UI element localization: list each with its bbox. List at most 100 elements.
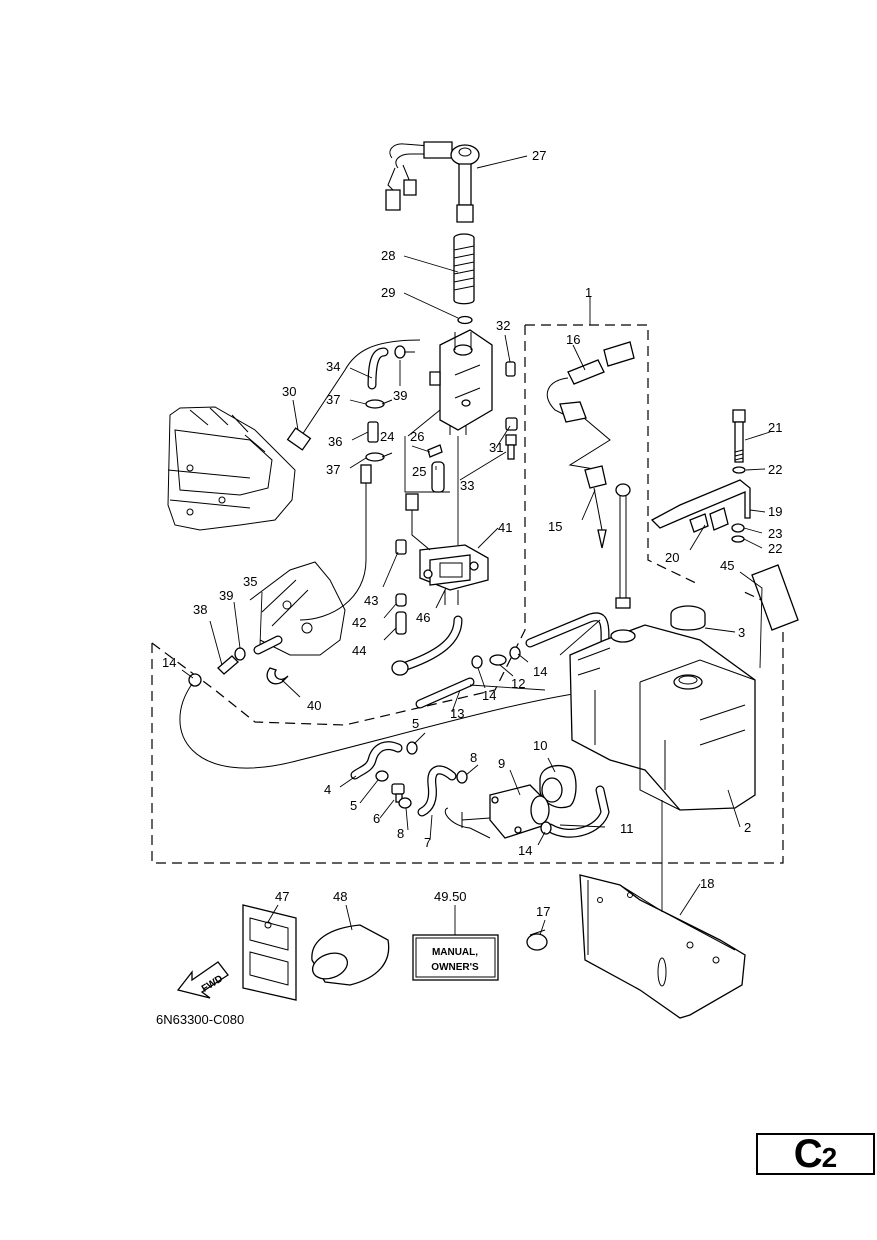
callout-33: 33 — [460, 478, 474, 493]
callout-26: 26 — [410, 429, 424, 444]
callout-36: 36 — [328, 434, 342, 449]
engine-outline — [167, 406, 346, 656]
callout-28: 28 — [381, 248, 395, 263]
callout-18: 18 — [700, 876, 714, 891]
callout-43: 43 — [364, 593, 378, 608]
part-42-fitting — [395, 593, 407, 607]
part-41-oil-pump — [405, 493, 489, 605]
part-2-oil-tank — [569, 624, 756, 811]
part-14-clamp-left — [188, 673, 202, 687]
callout-5-upper: 5 — [412, 716, 419, 731]
oil-tank-assembly-boundary — [151, 589, 784, 864]
callout-38: 38 — [193, 602, 207, 617]
callout-41: 41 — [498, 520, 512, 535]
callout-30: 30 — [282, 384, 296, 399]
manual-label-line-1: MANUAL, — [432, 947, 478, 958]
callout-8-left: 8 — [397, 826, 404, 841]
part-15-sensor — [584, 465, 631, 609]
part-28-sleeve — [453, 233, 475, 305]
part-27-oil-level-sensor — [385, 141, 480, 223]
part-48-protector — [311, 924, 390, 986]
drawing-code: 6N63300-C080 — [156, 1012, 244, 1027]
part-4950-owners-manual — [412, 934, 499, 981]
fwd-direction-arrow — [176, 961, 229, 999]
page-code-box: C 2 — [756, 1131, 875, 1176]
upper-assembly-boundary — [151, 324, 701, 726]
callout-46: 46 — [416, 610, 430, 625]
callout-34: 34 — [326, 359, 340, 374]
part-19-bracket — [650, 479, 751, 529]
callout-39-lower: 39 — [219, 588, 233, 603]
part-14-clamp-center-a — [471, 655, 483, 669]
callout-23: 23 — [768, 526, 782, 541]
part-8-clamp-right — [456, 770, 468, 784]
callout-19: 19 — [768, 504, 782, 519]
part-5-clamp-lower — [375, 770, 389, 782]
callout-7: 7 — [424, 835, 431, 850]
callout-10: 10 — [533, 738, 547, 753]
callout-6: 6 — [373, 811, 380, 826]
part-35-hose — [299, 465, 367, 621]
callout-47: 47 — [275, 889, 289, 904]
callout-44: 44 — [352, 643, 366, 658]
part-31-fitting — [505, 417, 518, 431]
part-5-clamp-upper — [406, 741, 418, 755]
page-code-number: 2 — [821, 1142, 838, 1173]
part-9-filter-pump — [444, 784, 550, 839]
manual-label-line-2: OWNER'S — [431, 962, 479, 973]
callout-37-upper: 37 — [326, 392, 340, 407]
part-26-bolt — [427, 444, 443, 458]
callout-15: 15 — [548, 519, 562, 534]
part-22-washer-upper — [732, 466, 746, 474]
callout-37-lower: 37 — [326, 462, 340, 477]
callout-11: 11 — [620, 821, 634, 836]
part-30-hose — [299, 339, 421, 439]
leader-lines — [181, 155, 771, 936]
part-17-clamp — [526, 929, 548, 951]
part-37-clamp-upper — [365, 399, 393, 409]
part-12-connector — [489, 654, 507, 666]
part-45-label-plate — [751, 564, 799, 631]
callout-21: 21 — [768, 420, 782, 435]
part-32-fitting — [505, 361, 516, 377]
callout-24: 24 — [380, 429, 394, 444]
callout-14-center: 14 — [482, 688, 496, 703]
callout-4950: 49.50 — [434, 889, 467, 904]
part-25-pipe — [431, 461, 445, 493]
callout-27: 27 — [532, 148, 546, 163]
callout-9: 9 — [498, 756, 505, 771]
part-8-clamp-left — [398, 797, 412, 809]
part-40-clip — [266, 667, 289, 685]
part-24-reservoir — [429, 329, 493, 435]
callout-14-lower: 14 — [518, 843, 532, 858]
tank-top-fitting — [610, 629, 636, 643]
callout-13: 13 — [450, 706, 464, 721]
callout-4: 4 — [324, 782, 331, 797]
callout-14-left: 14 — [162, 655, 176, 670]
part-39-clamp-upper — [394, 345, 415, 359]
callout-20: 20 — [665, 550, 679, 565]
callout-40: 40 — [307, 698, 321, 713]
callout-8-right: 8 — [470, 750, 477, 765]
part-10-strainer-nut — [539, 765, 577, 809]
callout-1: 1 — [585, 285, 592, 300]
page-code-letter: C — [793, 1131, 823, 1176]
part-22-washer-lower — [731, 535, 745, 543]
part-36-connector — [367, 421, 379, 443]
part-43-fitting — [395, 539, 407, 555]
callout-12: 12 — [511, 676, 525, 691]
part-37-clamp-lower — [365, 452, 393, 462]
part-39-clamp-lower — [234, 647, 246, 661]
part-14-clamp-lower — [540, 821, 552, 835]
callout-3: 3 — [738, 625, 745, 640]
part-21-bolt — [732, 409, 746, 463]
callout-29: 29 — [381, 285, 395, 300]
callout-32: 32 — [496, 318, 510, 333]
callout-48: 48 — [333, 889, 347, 904]
callout-14-right: 14 — [533, 664, 547, 679]
callout-22-upper: 22 — [768, 462, 782, 477]
callout-31: 31 — [489, 440, 503, 455]
callout-35: 35 — [243, 574, 257, 589]
callout-25: 25 — [412, 464, 426, 479]
